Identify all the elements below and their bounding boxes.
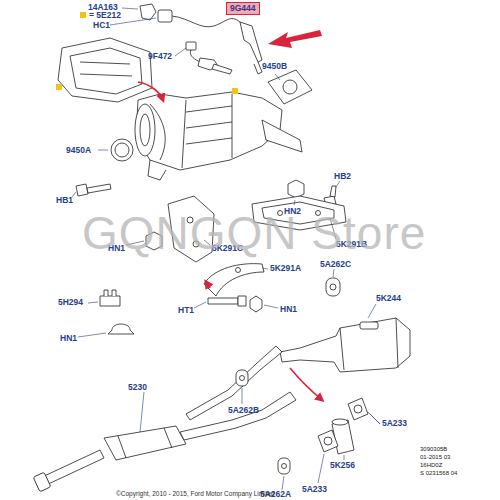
part-callout: HT1 (178, 306, 194, 315)
legend-text: = 5E212 (89, 11, 121, 20)
highlighted-callout: 9G444 (226, 2, 260, 15)
legend-swatch (80, 12, 86, 18)
part-callout: 5A233 (382, 419, 407, 428)
part-callout: 5A262C (320, 260, 351, 269)
part-callout: 9F472 (148, 52, 172, 61)
part-callout: 5A233 (302, 485, 327, 494)
part-callout: 5A262B (228, 406, 259, 415)
part-callout: 5K291A (270, 264, 301, 273)
part-callout: HC1 (93, 21, 110, 30)
part-callout: HB2 (334, 172, 351, 181)
copyright-note: ©Copyright, 2010 - 2015, Ford Motor Comp… (116, 491, 275, 498)
part-callout: HN1 (60, 334, 77, 343)
part-callout: 5H294 (58, 298, 83, 307)
part-callout: HB1 (56, 196, 73, 205)
part-callout: HN1 (280, 305, 297, 314)
part-callout: 5230 (128, 383, 147, 392)
drawing-code: 16HD0Z (420, 462, 442, 468)
part-callout: 9450A (66, 146, 91, 155)
drawing-reference: S 0231568 04 (420, 470, 457, 476)
part-callout: 9450B (262, 62, 287, 71)
legend-item: = 5E212 (80, 11, 121, 20)
part-callout: 5K244 (376, 294, 401, 303)
watermark: GQNGQN Store (82, 210, 426, 256)
drawing-date: 01-2015 03 (420, 454, 450, 460)
drawing-number: 3090305B (420, 446, 447, 452)
part-callout: 5K256 (330, 461, 355, 470)
